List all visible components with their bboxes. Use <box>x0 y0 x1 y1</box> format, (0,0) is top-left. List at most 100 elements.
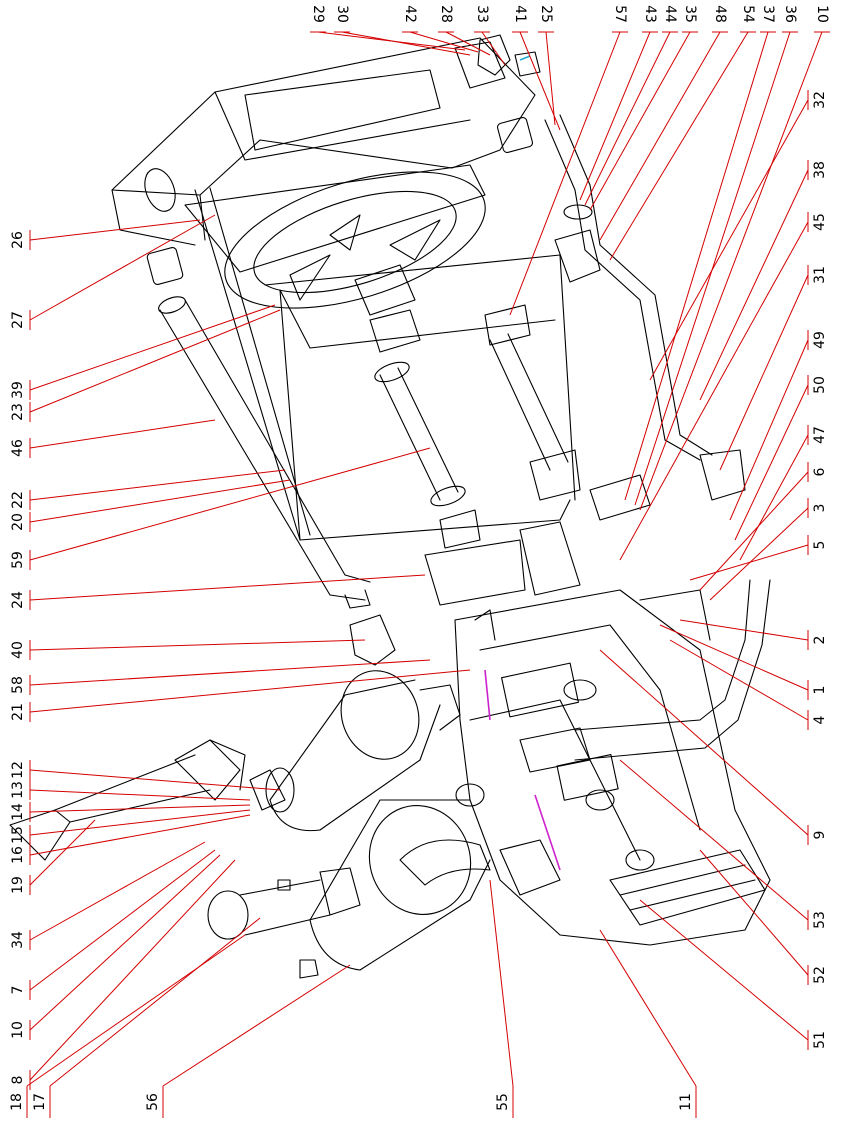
callout-label: 49 <box>812 331 828 349</box>
clamp-detail <box>519 55 531 61</box>
leader-line <box>29 809 251 836</box>
callout-label: 12 <box>10 761 26 779</box>
callout-label: 40 <box>10 641 26 659</box>
leader-line <box>619 759 809 921</box>
callout-label: 58 <box>10 676 26 694</box>
callout-label: 6 <box>812 467 828 476</box>
drive-shaft-lower <box>484 304 581 501</box>
callout-label: 10 <box>10 1021 26 1039</box>
callout-label: 55 <box>495 1093 511 1111</box>
leader-line <box>29 419 216 449</box>
callout-label: 42 <box>402 5 418 23</box>
callout-label: 37 <box>760 5 776 23</box>
leader-line <box>589 31 691 211</box>
leader-line <box>709 507 809 601</box>
leader-line <box>639 31 823 511</box>
callout-label: 5 <box>812 541 828 550</box>
leader-line <box>29 214 216 321</box>
leader-line <box>734 384 809 541</box>
top-bracket <box>477 34 541 77</box>
leader-line <box>719 274 809 471</box>
callout-label: 26 <box>10 231 26 249</box>
leader-line <box>639 899 809 1041</box>
callout-label: 27 <box>10 311 26 329</box>
leader-line <box>29 789 251 801</box>
callout-label: 35 <box>682 5 698 23</box>
leader-line <box>29 849 216 991</box>
callout-label: 14 <box>10 803 26 821</box>
drive-shaft-upper <box>354 264 481 549</box>
tailpipe-lower <box>207 867 361 940</box>
leader-line <box>29 479 291 523</box>
leader-line <box>545 31 556 126</box>
callout-label: 57 <box>612 5 628 23</box>
callout-label: 56 <box>145 1093 161 1111</box>
leader-line <box>739 434 809 561</box>
leader-line <box>29 659 431 686</box>
leader-line <box>29 447 431 561</box>
callout-label: 41 <box>512 5 528 23</box>
callout-label: 13 <box>10 781 26 799</box>
leader-line <box>162 964 351 1087</box>
engine-block <box>454 589 771 946</box>
leader-line <box>29 819 96 886</box>
leader-line <box>29 574 426 601</box>
leader-line <box>679 619 809 641</box>
cover-plate <box>424 521 581 606</box>
leader-line <box>699 169 809 401</box>
leader-line <box>29 639 366 651</box>
radiator-assembly <box>111 37 536 246</box>
leader-line <box>409 31 479 53</box>
callout-label: 22 <box>10 491 26 509</box>
leader-line <box>619 221 809 561</box>
tailpipe-upper <box>9 739 295 861</box>
callout-label: 8 <box>10 1076 26 1085</box>
callout-label: 23 <box>10 403 26 421</box>
leader-line <box>689 544 809 581</box>
callout-label: 45 <box>812 213 828 231</box>
callout-label: 59 <box>10 551 26 569</box>
leader-line <box>699 849 809 976</box>
leader-line <box>659 624 809 691</box>
leader-line <box>49 917 261 1087</box>
callout-label: 16 <box>10 846 26 864</box>
leader-line <box>624 31 769 501</box>
callout-label: 20 <box>10 513 26 531</box>
leader-line <box>29 219 201 241</box>
callout-label: 11 <box>678 1093 694 1111</box>
callout-label: 53 <box>812 911 828 929</box>
leader-line <box>599 31 721 241</box>
leader-line <box>29 854 221 1031</box>
leader-line <box>29 814 251 856</box>
leader-line <box>29 841 206 941</box>
leader-line <box>341 31 471 56</box>
callout-label: 1 <box>812 686 828 695</box>
callout-label: 44 <box>662 5 678 23</box>
leader-line <box>29 669 471 713</box>
leader-line <box>599 649 809 836</box>
leader-line <box>29 804 251 813</box>
fan-shroud <box>146 116 534 309</box>
intercooler-frame <box>194 187 576 541</box>
harness-detail-lower <box>534 794 561 871</box>
callout-label: 3 <box>812 504 828 513</box>
leader-line <box>26 934 246 1087</box>
leader-line <box>481 31 506 66</box>
callout-label: 25 <box>538 5 554 23</box>
callout-label: 38 <box>812 161 828 179</box>
muffler-upper <box>269 670 461 832</box>
callout-label: 50 <box>812 376 828 394</box>
callout-label: 10 <box>814 5 830 23</box>
callout-label: 39 <box>10 381 26 399</box>
leader-line <box>669 639 809 721</box>
callout-label: 9 <box>812 831 828 840</box>
leader-line <box>729 339 809 521</box>
callout-label: 54 <box>740 5 756 23</box>
callout-label: 28 <box>438 5 454 23</box>
callout-label: 43 <box>642 5 658 23</box>
callout-label: 32 <box>812 91 828 109</box>
callout-label: 21 <box>10 703 26 721</box>
leader-line <box>579 31 651 201</box>
leader-line <box>29 304 276 391</box>
